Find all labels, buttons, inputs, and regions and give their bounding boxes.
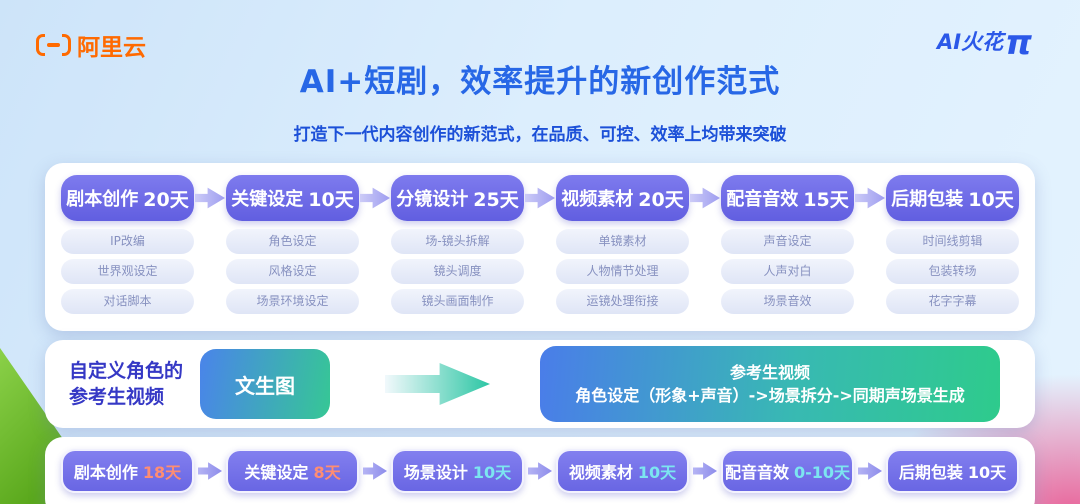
arrow-right-icon bbox=[385, 363, 490, 405]
stage-days: 10天 bbox=[967, 463, 1007, 482]
text-to-image-box: 文生图 bbox=[200, 349, 330, 419]
stage-sub-item: IP改编 bbox=[61, 229, 194, 254]
arrow-right-icon bbox=[360, 187, 390, 209]
custom-flow-label-line2: 参考生视频 bbox=[69, 386, 165, 408]
stage-name: 关键设定 bbox=[231, 189, 304, 210]
stage-sub-item: 单镜素材 bbox=[556, 229, 689, 254]
ai-stage-pill: 剧本创作 18天 bbox=[61, 449, 194, 493]
stage-name: 视频素材 bbox=[568, 463, 633, 482]
flow-stage-pill: 关键设定 10天 bbox=[226, 175, 359, 221]
stage-days: 10天 bbox=[968, 188, 1014, 211]
arrow-right-icon bbox=[198, 462, 222, 480]
stage-days: 20天 bbox=[638, 188, 684, 211]
flow-stage-pill: 后期包装 10天 bbox=[886, 175, 1019, 221]
stage-sub-item: 风格设定 bbox=[226, 259, 359, 284]
arrow-right-icon bbox=[855, 187, 885, 209]
page-subtitle: 打造下一代内容创作的新范式，在品质、可控、效率上均带来突破 bbox=[293, 125, 787, 145]
reference-video-desc: 角色设定（形象+声音）->场景拆分->同期声场景生成 bbox=[575, 386, 965, 405]
stage-items: 角色设定风格设定场景环境设定 bbox=[226, 229, 359, 314]
stage-name: 场景设计 bbox=[403, 463, 468, 482]
alibaba-cloud-logo: 阿里云 bbox=[36, 28, 146, 62]
stage-name: 视频素材 bbox=[561, 189, 634, 210]
stage-name: 配音音效 bbox=[724, 463, 789, 482]
stage-days: 8天 bbox=[313, 463, 341, 482]
stage-name: 剧本创作 bbox=[66, 189, 139, 210]
stage-sub-item: 场景音效 bbox=[721, 289, 854, 314]
stage-days: 25天 bbox=[473, 188, 519, 211]
stage-items: 时间线剪辑包装转场花字字幕 bbox=[886, 229, 1019, 314]
reference-video-title: 参考生视频 bbox=[729, 363, 810, 382]
page-title: AI+短剧，效率提升的新创作范式 bbox=[299, 64, 781, 100]
stage-items: IP改编世界观设定对话脚本 bbox=[61, 229, 194, 314]
stage-days: 15天 bbox=[803, 188, 849, 211]
traditional-flow-card: 剧本创作 20天 IP改编世界观设定对话脚本 关键设定 10天 角色设定风格设定… bbox=[45, 163, 1035, 331]
traditional-flow-row: 剧本创作 20天 IP改编世界观设定对话脚本 关键设定 10天 角色设定风格设定… bbox=[61, 175, 1019, 314]
flow-stage-column: 剧本创作 20天 IP改编世界观设定对话脚本 bbox=[61, 175, 194, 314]
custom-flow-label: 自定义角色的 参考生视频 bbox=[69, 358, 183, 410]
stage-sub-item: 运镜处理衔接 bbox=[556, 289, 689, 314]
stage-name: 后期包装 bbox=[898, 463, 963, 482]
stage-sub-item: 包装转场 bbox=[886, 259, 1019, 284]
stage-sub-item: 镜头画面制作 bbox=[391, 289, 524, 314]
flow-stage-pill: 配音音效 15天 bbox=[721, 175, 854, 221]
stage-sub-item: 人声对白 bbox=[721, 259, 854, 284]
custom-flow-label-line1: 自定义角色的 bbox=[69, 360, 184, 382]
ai-huohua-pi-logo: AI火花 π bbox=[937, 23, 1032, 63]
pi-symbol: π bbox=[1005, 23, 1032, 63]
stage-sub-item: 时间线剪辑 bbox=[886, 229, 1019, 254]
stage-days: 20天 bbox=[143, 188, 189, 211]
stage-sub-item: 镜头调度 bbox=[391, 259, 524, 284]
arrow-right-icon bbox=[693, 462, 717, 480]
stage-sub-item: 场-镜头拆解 bbox=[391, 229, 524, 254]
ai-stage-pill: 配音音效 0-10天 bbox=[721, 449, 854, 493]
stage-items: 声音设定人声对白场景音效 bbox=[721, 229, 854, 314]
flow-stage-column: 配音音效 15天 声音设定人声对白场景音效 bbox=[721, 175, 854, 314]
stage-name: 分镜设计 bbox=[396, 189, 469, 210]
ai-huohua-logo-text: AI火花 bbox=[937, 30, 1004, 54]
flow-stage-pill: 视频素材 20天 bbox=[556, 175, 689, 221]
stage-name: 后期包装 bbox=[891, 189, 964, 210]
flow-stage-column: 视频素材 20天 单镜素材人物情节处理运镜处理衔接 bbox=[556, 175, 689, 314]
ai-stage-pill: 视频素材 10天 bbox=[556, 449, 689, 493]
stage-days: 0-10天 bbox=[793, 463, 851, 482]
ai-stage-pill: 关键设定 8天 bbox=[226, 449, 359, 493]
stage-name: 关键设定 bbox=[244, 463, 309, 482]
flow-stage-column: 关键设定 10天 角色设定风格设定场景环境设定 bbox=[226, 175, 359, 314]
stage-sub-item: 花字字幕 bbox=[886, 289, 1019, 314]
stage-days: 10天 bbox=[472, 463, 512, 482]
stage-days: 10天 bbox=[308, 188, 354, 211]
arrow-right-icon bbox=[195, 187, 225, 209]
stage-sub-item: 角色设定 bbox=[226, 229, 359, 254]
stage-sub-item: 对话脚本 bbox=[61, 289, 194, 314]
stage-days: 10天 bbox=[637, 463, 677, 482]
flow-stage-column: 后期包装 10天 时间线剪辑包装转场花字字幕 bbox=[886, 175, 1019, 314]
arrow-right-icon bbox=[858, 462, 882, 480]
stage-sub-item: 世界观设定 bbox=[61, 259, 194, 284]
ai-flow-row: 剧本创作 18天 关键设定 8天 场景设计 10天 视频素材 10天 配音音效 … bbox=[61, 449, 1019, 493]
arrow-right-icon bbox=[690, 187, 720, 209]
arrow-right-icon bbox=[363, 462, 387, 480]
alibaba-cloud-brackets-icon bbox=[36, 34, 71, 56]
stage-sub-item: 声音设定 bbox=[721, 229, 854, 254]
flow-stage-pill: 剧本创作 20天 bbox=[61, 175, 194, 221]
reference-video-box: 参考生视频 角色设定（形象+声音）->场景拆分->同期声场景生成 bbox=[540, 346, 1000, 422]
stage-name: 剧本创作 bbox=[73, 463, 138, 482]
stage-items: 单镜素材人物情节处理运镜处理衔接 bbox=[556, 229, 689, 314]
stage-sub-item: 场景环境设定 bbox=[226, 289, 359, 314]
arrow-right-icon bbox=[528, 462, 552, 480]
flow-stage-column: 分镜设计 25天 场-镜头拆解镜头调度镜头画面制作 bbox=[391, 175, 524, 314]
ai-stage-pill: 后期包装 10天 bbox=[886, 449, 1019, 493]
flow-stage-pill: 分镜设计 25天 bbox=[391, 175, 524, 221]
custom-flow-card: 自定义角色的 参考生视频 文生图 参考生视频 角色设定（形象+声音）->场景拆分… bbox=[45, 340, 1035, 428]
stage-name: 配音音效 bbox=[726, 189, 799, 210]
text-to-image-label: 文生图 bbox=[235, 373, 295, 398]
stage-sub-item: 人物情节处理 bbox=[556, 259, 689, 284]
ai-stage-pill: 场景设计 10天 bbox=[391, 449, 524, 493]
ai-flow-card: 剧本创作 18天 关键设定 8天 场景设计 10天 视频素材 10天 配音音效 … bbox=[45, 437, 1035, 504]
stage-days: 18天 bbox=[142, 463, 182, 482]
stage-items: 场-镜头拆解镜头调度镜头画面制作 bbox=[391, 229, 524, 314]
arrow-right-icon bbox=[525, 187, 555, 209]
alibaba-cloud-logo-text: 阿里云 bbox=[77, 35, 146, 61]
